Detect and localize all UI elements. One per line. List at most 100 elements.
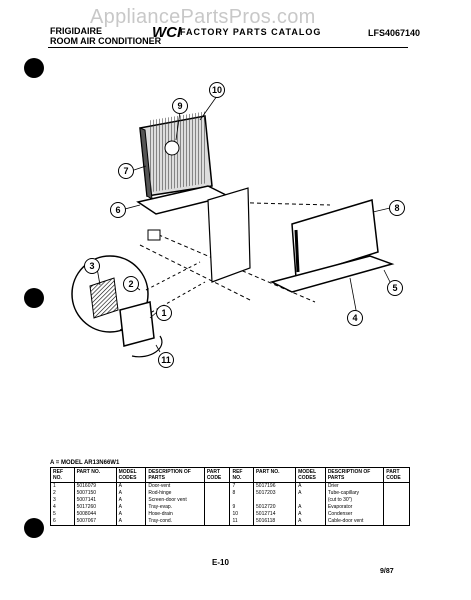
cell [203, 511, 231, 518]
cell: Evaporator [324, 504, 385, 511]
cell: A [295, 490, 326, 497]
cell: 7 [229, 482, 255, 490]
cell: A [115, 490, 147, 497]
coil-assembly [139, 111, 213, 200]
cell: 5016079 [73, 482, 117, 490]
cell: 10 [229, 511, 255, 518]
model-note: A = MODEL AR13N66W1 [50, 460, 120, 466]
cell: 1 [50, 482, 75, 490]
cell: Door-vent [145, 482, 205, 490]
cell: Screen-door vent [145, 497, 205, 504]
page-number: E-10 [212, 558, 229, 567]
cell: 6 [50, 518, 75, 526]
cell: A [115, 482, 147, 490]
cell: 5 [50, 511, 75, 518]
exploded-parts-diagram [71, 95, 395, 358]
punch-hole-bottom [24, 518, 44, 538]
callout-1: 1 [156, 305, 172, 321]
watermark: AppliancePartsPros.com [90, 6, 316, 28]
door-vent [119, 301, 155, 347]
cell: 5012714 [253, 511, 297, 518]
cell: A [295, 518, 326, 526]
cell: 5007141 [73, 497, 117, 504]
cell: Tray-evap. [145, 504, 205, 511]
cell: Cable-door vent [324, 518, 385, 526]
cell: Drier [324, 482, 385, 490]
revision-date: 9/87 [380, 568, 394, 575]
cell: A [115, 504, 147, 511]
door-vent-cable [131, 335, 163, 358]
cell: Tray-cond. [145, 518, 205, 526]
cell: A [115, 497, 147, 504]
model-number: LFS4067140 [368, 28, 421, 38]
col-description: DESCRIPTION OF PARTS [145, 467, 205, 483]
callout-6: 6 [110, 202, 126, 218]
callout-4: 4 [347, 310, 363, 326]
col-description-2: DESCRIPTION OF PARTS [324, 467, 385, 483]
cell [383, 511, 410, 518]
cell: 5012720 [253, 504, 297, 511]
cell [383, 518, 410, 526]
cell: Tube-capillary [324, 490, 385, 497]
cell: 3 [50, 497, 75, 504]
cell: 5007067 [73, 518, 117, 526]
cell [383, 490, 410, 497]
bulkhead-panel [207, 187, 251, 283]
cell: 5017196 [253, 482, 297, 490]
cell [383, 482, 410, 490]
cell: 5007150 [73, 490, 117, 497]
brand-name: FRIGIDAIRE [50, 26, 103, 36]
col-model-codes-2: MODEL CODES [295, 467, 326, 483]
cell: 11 [229, 518, 255, 526]
col-part-code-2: PART CODE [383, 467, 410, 483]
callout-5: 5 [387, 280, 403, 296]
cell: Hose-drain [145, 511, 205, 518]
col-ref-no: REF NO. [50, 467, 75, 483]
cell [203, 490, 231, 497]
cell: 5017203 [253, 490, 297, 497]
punch-hole-middle [24, 288, 44, 308]
cell: A [295, 504, 326, 511]
cell: 8 [229, 490, 255, 497]
cell [203, 518, 231, 526]
callout-2: 2 [123, 276, 139, 292]
cell: A [115, 511, 147, 518]
cell: Rod-hinge [145, 490, 205, 497]
cell: 4 [50, 504, 75, 511]
punch-hole-top [24, 58, 44, 78]
product-line: ROOM AIR CONDITIONER [50, 36, 162, 46]
col-model-codes: MODEL CODES [115, 467, 147, 483]
callout-8: 8 [389, 200, 405, 216]
cell: A [295, 511, 326, 518]
col-ref-no-2: REF NO. [229, 467, 255, 483]
cell: A [115, 518, 147, 526]
cell [295, 497, 326, 504]
cell [203, 482, 231, 490]
evaporator [291, 199, 379, 280]
cell: 2 [50, 490, 75, 497]
cell [203, 497, 231, 504]
wci-logo: WCI [152, 24, 182, 41]
cell [253, 497, 297, 504]
cell: 5017260 [73, 504, 117, 511]
parts-table: REF NO. PART NO. MODEL CODES DESCRIPTION… [50, 467, 410, 526]
cell: 5016118 [253, 518, 297, 526]
cell [383, 497, 410, 504]
cell [203, 504, 231, 511]
col-part-no: PART NO. [73, 467, 117, 483]
cell: 9 [229, 504, 255, 511]
cell [383, 504, 410, 511]
col-part-no-2: PART NO. [253, 467, 297, 483]
callout-11: 11 [158, 352, 174, 368]
callout-9: 9 [172, 98, 188, 114]
cell: 5008044 [73, 511, 117, 518]
catalog-title: FACTORY PARTS CATALOG [180, 27, 322, 37]
header-rule [48, 47, 408, 48]
cell: (cut to 30") [324, 497, 385, 504]
